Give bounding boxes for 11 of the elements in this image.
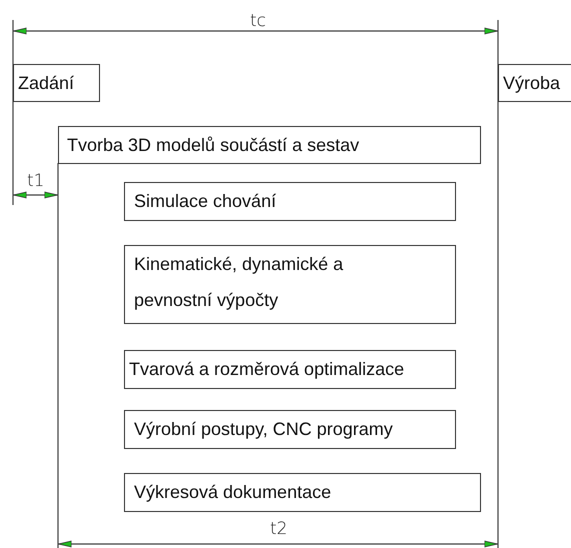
process-box: Výrobní postupy, CNC programy (124, 410, 456, 449)
process-box: Výroba (498, 64, 571, 102)
process-box: Tvarová a rozměrová optimalizace (124, 350, 456, 389)
process-box: Zadání (13, 64, 100, 102)
process-box: Kinematické, dynamické a pevnostní výpočty (124, 245, 456, 324)
process-box: Výkresová dokumentace (124, 473, 481, 512)
process-box: Tvorba 3D modelů součástí a sestav (58, 126, 481, 164)
dimension-label: tc (250, 12, 266, 30)
dimension-label: t1 (27, 172, 44, 190)
process-box: Simulace chování (124, 182, 456, 221)
dimension-label: t2 (270, 520, 288, 538)
